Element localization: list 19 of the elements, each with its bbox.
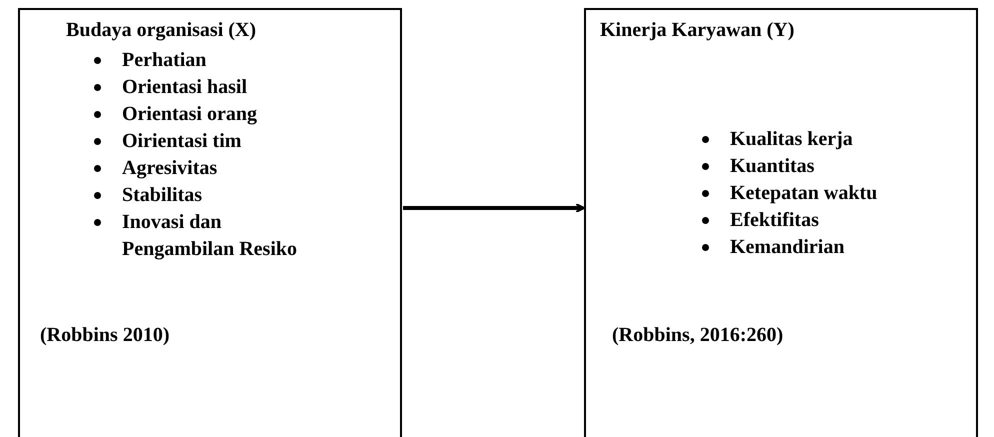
- indicator-item: Agresivitas: [122, 156, 218, 181]
- indicator-item: Kemandirian: [730, 235, 846, 260]
- indicator-item: Efektifitas: [730, 208, 820, 233]
- indicator-item: Stabilitas: [122, 183, 204, 208]
- indicator-item: Perhatian: [122, 48, 208, 73]
- concept-box: [18, 8, 402, 437]
- indicator-item: Kualitas kerja: [730, 127, 854, 152]
- box-heading: Kinerja Karyawan (Y): [600, 18, 794, 43]
- arrow: [403, 203, 585, 213]
- indicator-item: Orientasi hasil: [122, 75, 248, 100]
- indicator-item: Ketepatan waktu: [730, 181, 878, 206]
- indicator-item: Inovasi dan Pengambilan Resiko: [122, 210, 298, 262]
- citation: (Robbins, 2016:260): [612, 323, 784, 348]
- indicator-item: Oirientasi tim: [122, 129, 242, 154]
- citation: (Robbins 2010): [40, 323, 170, 348]
- indicator-item: Kuantitas: [730, 154, 816, 179]
- box-heading: Budaya organisasi (X): [66, 18, 256, 43]
- concept-box: [584, 8, 978, 437]
- indicator-item: Orientasi orang: [122, 102, 258, 127]
